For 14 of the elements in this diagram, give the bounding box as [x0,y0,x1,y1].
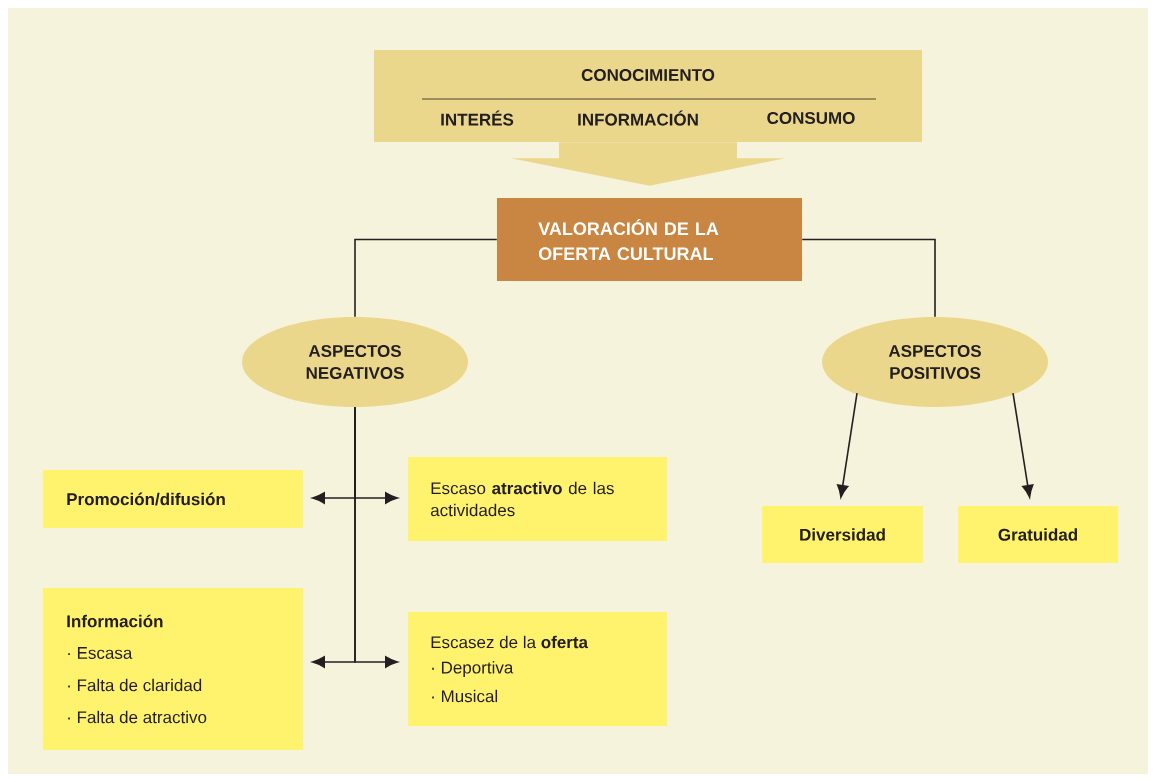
item-box: Promoción/difusión [43,470,303,528]
item-box: Diversidad [762,506,923,563]
item-box: Escasez de la oferta · Deportiva · Musical [408,612,667,726]
arrow [836,392,858,498]
arrow [354,406,398,668]
item-box: Escaso atractivo de las actividades [408,457,667,541]
item-box: Gratuidad [958,506,1118,563]
header-box: CONOCIMIENTO INTERÉS INFORMACIÓN CONSUMO [374,50,922,142]
block-arrow [511,142,785,186]
arrow [1012,392,1034,498]
item-box: Información · Escasa · Falta de claridad · Falta de atractivo [43,588,303,750]
connector-line [354,238,498,318]
connector-line [801,238,936,318]
central-box: VALORACIÓN DE LA OFERTA CULTURAL [497,198,802,281]
